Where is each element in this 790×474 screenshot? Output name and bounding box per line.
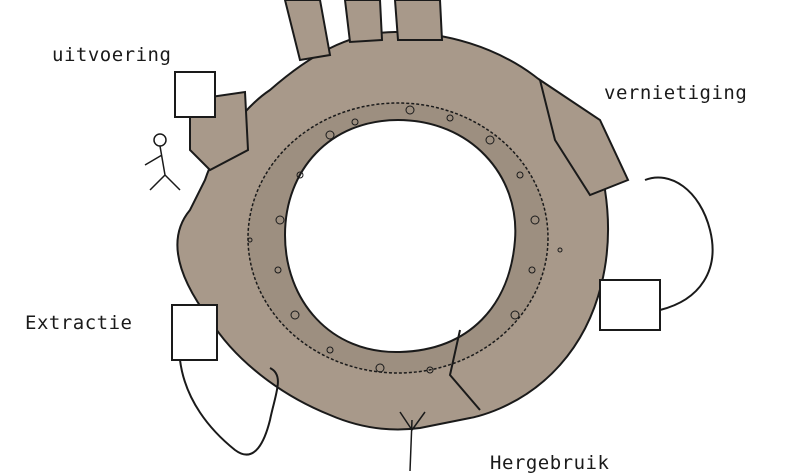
worker-icon: [144, 133, 181, 191]
tractor-icon: [538, 77, 630, 197]
label-extractie: Extractie: [25, 312, 133, 334]
excavator-icon: [174, 71, 250, 172]
label-vernietiging: vernietiging: [604, 82, 748, 104]
stone-pattern: [247, 105, 563, 374]
plant-icon: [399, 411, 426, 471]
earth-ring: [176, 30, 609, 431]
label-uitvoering: uitvoering: [52, 44, 172, 66]
excavator-arm-left: [171, 304, 279, 456]
label-hergebruik: Hergebruik: [490, 452, 610, 474]
excavator-arm-right: [599, 176, 714, 331]
building-icon: [283, 0, 444, 62]
